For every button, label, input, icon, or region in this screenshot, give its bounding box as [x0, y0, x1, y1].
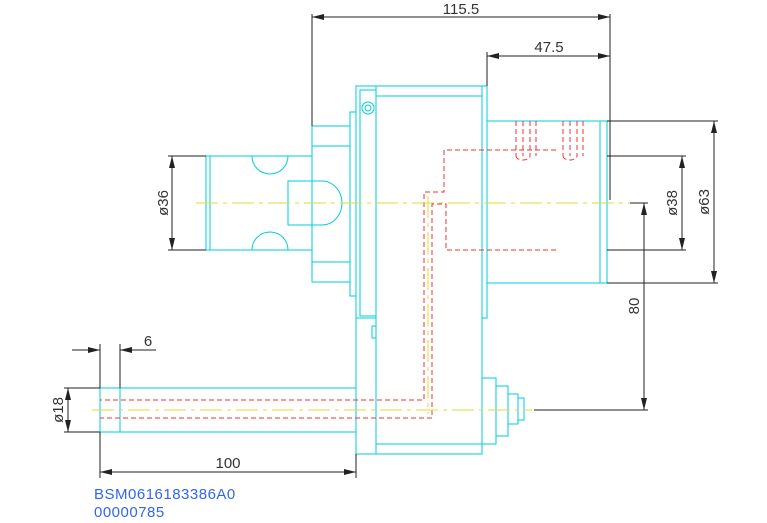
dim-tool-diameter: ø18: [50, 397, 67, 423]
dim-tool-length: 100: [215, 455, 240, 472]
output-cap: [599, 120, 608, 284]
part-outline: [99, 85, 608, 455]
part-number: BSM0616183386A0: [94, 486, 236, 503]
shank-top-notch: [251, 155, 289, 175]
serial-number: 00000785: [94, 504, 165, 521]
lower-plate: [355, 317, 377, 455]
dim-overall-length: 115.5: [443, 1, 479, 18]
hidden-lines: [100, 121, 584, 419]
dim-flange-diameter: ø63: [696, 189, 713, 215]
center-lines: [92, 196, 630, 414]
flange-plate-a: [349, 111, 357, 297]
dimension-arrows: [65, 14, 717, 475]
shank-bottom-notch: [251, 231, 289, 251]
dim-output-diameter: ø38: [664, 190, 681, 216]
flange-plate-b: [355, 85, 377, 319]
dim-shank-diameter: ø36: [155, 190, 172, 216]
collar: [311, 125, 351, 283]
main-housing: [375, 85, 483, 455]
dim-center-offset: 80: [626, 298, 643, 315]
bolt-circle-inner: [364, 104, 372, 112]
dim-tool-step: 6: [144, 333, 152, 350]
dim-output-length: 47.5: [534, 39, 563, 56]
shank-knob: [287, 180, 343, 226]
dimension-lines: [64, 14, 718, 478]
bolt-circle-outer: [361, 101, 375, 115]
drive-fitting: [481, 377, 497, 445]
output-cylinder: [486, 120, 608, 284]
